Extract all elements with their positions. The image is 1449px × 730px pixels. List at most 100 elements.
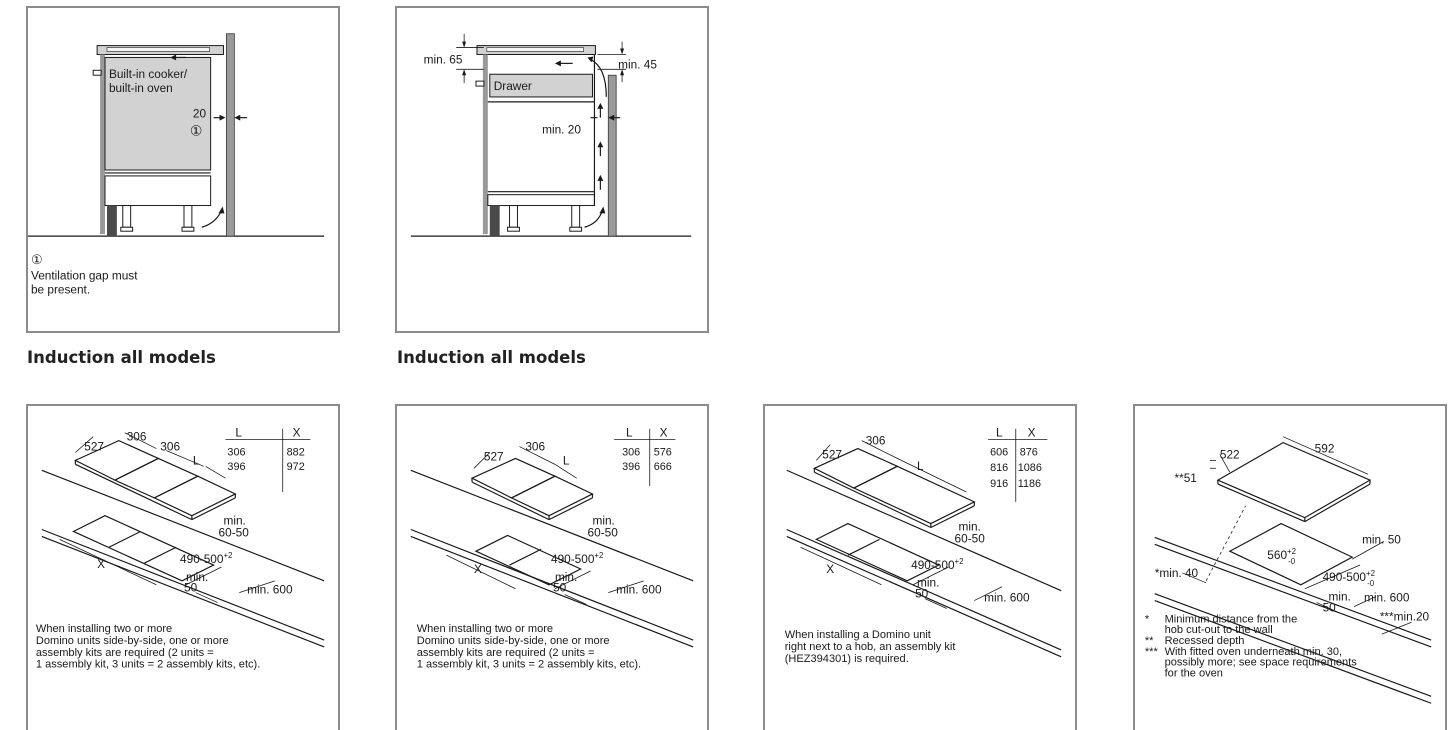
min-65-label: min. 65 [424, 52, 463, 66]
panel-domino-hob: L X 606 876 816 1086 916 1186 527 306 L … [763, 404, 1077, 730]
dim-width-1: 306 [127, 430, 147, 444]
gap-value: 20 [193, 107, 207, 121]
domino-pair-diagram: L X 306 576 396 666 527 306 L min. 60-50… [410, 426, 694, 671]
cooker-label-line2: built-in oven [109, 81, 173, 95]
heading-induction-right: Induction all models [397, 348, 586, 367]
dim-width-1: 306 [866, 434, 886, 448]
panel-domino-pair: L X 306 576 396 666 527 306 L min. 60-50… [395, 404, 709, 730]
ventilation-marker: ① [190, 122, 202, 138]
table-cell: 876 [1020, 446, 1038, 458]
inner-dim: 560+2-0 [1267, 547, 1296, 566]
flush-hob-diagram: 522 592 **51 min. 50 560+2-0 *min. 40 49… [1145, 436, 1432, 704]
table-cell: 916 [990, 478, 1008, 490]
note-line: 1 assembly kit, 3 units = 2 assembly kit… [417, 659, 641, 671]
footnote-mark: *** [1145, 646, 1159, 658]
dim-depth: 527 [484, 449, 504, 463]
dim-x: X [97, 557, 105, 571]
panel-drawer-ventilation: min. 65 min. 45 Drawer min. 20 [395, 6, 709, 333]
min-front-1: min. [186, 570, 208, 584]
table-header-x: X [293, 426, 301, 440]
dim-l: L [917, 459, 924, 473]
min-600: min. 600 [616, 583, 662, 597]
footnote-line: hob cut-out to the wall [1165, 624, 1273, 636]
drawer-label: Drawer [494, 79, 532, 93]
min-edge-1: min. [959, 519, 981, 533]
cutout-dim: 490-500+2-0 [1323, 569, 1375, 588]
cutout-dim: 490-500+2 [551, 551, 603, 566]
note-line: 1 assembly kit, 3 units = 2 assembly kit… [36, 659, 260, 671]
footnote-line: With fitted oven underneath min. 30, [1165, 646, 1342, 658]
min-600: min. 600 [984, 591, 1030, 605]
min-edge-1: min. [223, 514, 245, 528]
table-cell: 1186 [1018, 478, 1041, 490]
note-line: When installing a Domino unit [785, 629, 931, 641]
min-front-1: min. [1329, 590, 1351, 604]
dim-x: X [474, 562, 482, 576]
dim-l: L [193, 453, 200, 467]
cutout-dim: 490-500+2 [911, 557, 963, 572]
panel-flush-hob: 522 592 **51 min. 50 560+2-0 *min. 40 49… [1133, 404, 1447, 730]
footnote-line: for the oven [1165, 668, 1223, 680]
table-cell: 306 [622, 446, 640, 458]
dim-width-2: 306 [160, 440, 180, 454]
cooker-section-diagram: Built-in cooker/ built-in oven 20 ① ① Ve… [28, 33, 325, 296]
dim-depth: 527 [822, 447, 842, 461]
dim-depth: 522 [1220, 447, 1240, 461]
dim-x: X [826, 562, 834, 576]
footnote-line: possibly more; see space requirements [1165, 657, 1358, 669]
min-front-2: 50 [915, 587, 929, 601]
min-edge-2: 60-50 [955, 531, 986, 545]
note-line: Domino units side-by-side, one or more [36, 635, 229, 647]
note-line: assembly kits are required (2 units = [36, 647, 214, 659]
table-header-x: X [1028, 426, 1036, 440]
table-header-x: X [660, 426, 668, 440]
min-front-1: min. [917, 576, 939, 590]
dim-depth: 527 [84, 440, 104, 454]
domino-hob-diagram: L X 606 876 816 1086 916 1186 527 306 L … [785, 426, 1062, 665]
table-header-l: L [996, 426, 1003, 440]
min-front-2: 50 [1323, 600, 1337, 614]
table-cell: 666 [654, 461, 672, 473]
note-line: When installing two or more [36, 623, 172, 635]
min-50-label: min. 50 [1362, 532, 1401, 546]
cutout-dim: 490-500+2 [180, 551, 232, 566]
domino-two-diagram: L X 306 882 396 972 527 306 306 L min. 6… [36, 426, 325, 671]
dim-width: 592 [1315, 441, 1335, 455]
table-cell: 1086 [1018, 462, 1042, 474]
dim-l: L [563, 453, 570, 467]
note-line: Domino units side-by-side, one or more [417, 635, 610, 647]
min-edge-2: 60-50 [588, 525, 619, 539]
table-header-l: L [626, 426, 633, 440]
footnote-mark: ** [1145, 635, 1154, 647]
min-front-1: min. [555, 570, 577, 584]
footnote-line: Recessed depth [1165, 635, 1245, 647]
heading-induction-left: Induction all models [27, 348, 216, 367]
min-600: min. 600 [1364, 591, 1410, 605]
min-20-label: ***min.20 [1380, 609, 1430, 623]
table-cell: 972 [287, 461, 305, 473]
note-line2: be present. [31, 282, 90, 296]
note-line: right next to a hob, an assembly kit [785, 641, 956, 653]
table-cell: 396 [227, 461, 245, 473]
min-edge-2: 60-50 [219, 525, 250, 539]
min-45-label: min. 45 [618, 57, 657, 71]
panel-domino-two: L X 306 882 396 972 527 306 306 L min. 6… [26, 404, 340, 730]
table-cell: 396 [622, 461, 640, 473]
min-600: min. 600 [247, 583, 293, 597]
note-line: assembly kits are required (2 units = [417, 647, 595, 659]
dim-width-1: 306 [525, 440, 545, 454]
note-line: (HEZ394301) is required. [785, 653, 909, 665]
min-20-label: min. 20 [542, 122, 581, 136]
table-cell: 606 [990, 446, 1008, 458]
table-cell: 576 [654, 446, 672, 458]
footnote-mark: * [1145, 613, 1150, 625]
min-40-label: *min. 40 [1155, 566, 1199, 580]
table-cell: 306 [227, 446, 245, 458]
note-marker: ① [31, 252, 43, 267]
cooker-label-line1: Built-in cooker/ [109, 67, 188, 81]
table-cell: 816 [990, 462, 1008, 474]
min-front-2: 50 [553, 581, 567, 595]
note-line: When installing two or more [417, 623, 553, 635]
panel-cooker-ventilation: Built-in cooker/ built-in oven 20 ① ① Ve… [26, 6, 340, 333]
table-header-l: L [235, 426, 242, 440]
